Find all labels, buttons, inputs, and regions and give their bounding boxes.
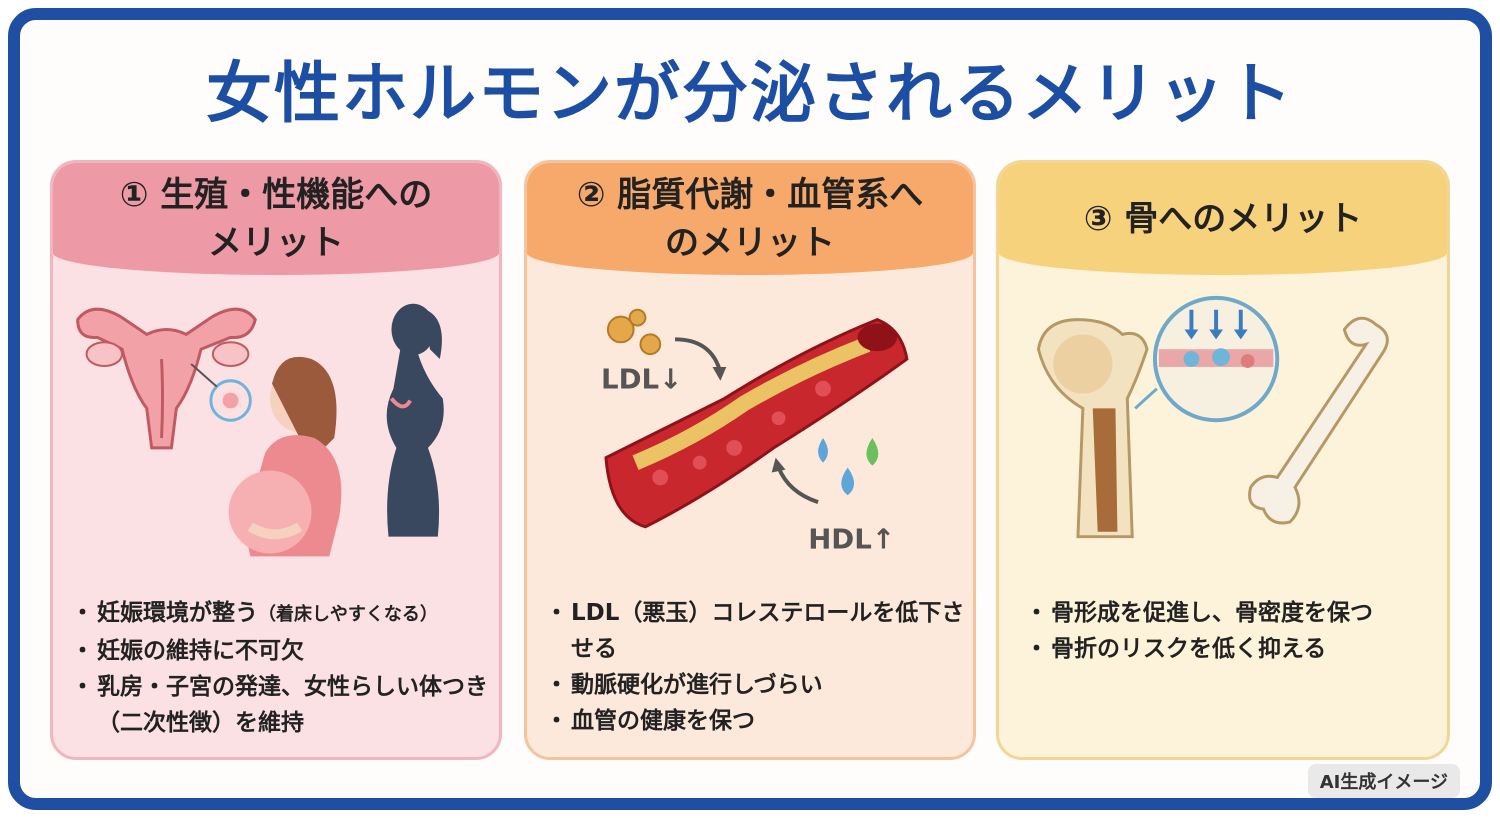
bone-icon: [1248, 316, 1389, 525]
card-heading: ② 脂質代謝・血管系へ のメリット: [527, 163, 973, 275]
card-heading-line2: のメリット: [665, 223, 835, 263]
bullet-list: LDL（悪玉）コレステロールを低下させる 動脈硬化が進行しづらい 血管の健康を保…: [545, 595, 969, 739]
card-heading: ① 生殖・性機能への メリット: [53, 163, 499, 275]
bullet-item: 骨折のリスクを低く抑える: [1025, 631, 1447, 667]
blood-vessel-illustration: LDL↓ HDL↑: [601, 308, 909, 556]
ldl-label: LDL↓: [601, 363, 682, 396]
page-title: 女性ホルモンが分泌されるメリット: [206, 55, 1294, 132]
reproductive-illustration: [76, 303, 444, 557]
blood-vessel-icon: [604, 317, 909, 529]
card-heading-line1: ③ 骨へのメリット: [1083, 199, 1363, 239]
bullet-note: （着床しやすくなる）: [258, 604, 438, 625]
arrow-icon: [674, 337, 722, 370]
bone-cross-section-icon: [1036, 318, 1149, 539]
bullet-text: 乳房・子宮の発達、女性らしい体つき（二次性徴）を維持: [97, 674, 488, 736]
bone-cells-zoom-icon: [1134, 295, 1280, 423]
uterus-icon: [76, 307, 257, 450]
water-droplets-icon: [818, 438, 879, 496]
card-reproductive: ① 生殖・性機能への メリット: [50, 160, 502, 760]
card-heading: ③ 骨へのメリット: [999, 163, 1447, 275]
bullet-text: 妊娠の維持に不可欠: [97, 638, 304, 664]
bullet-text: 妊娠環境が整う: [97, 600, 258, 626]
bullet-list: 妊娠環境が整う（着床しやすくなる） 妊娠の維持に不可欠 乳房・子宮の発達、女性ら…: [71, 595, 495, 741]
bullet-item: 妊娠環境が整う（着床しやすくなる）: [71, 595, 495, 633]
bullet-text: 動脈硬化が進行しづらい: [571, 672, 823, 698]
bullet-item: 血管の健康を保つ: [545, 703, 969, 739]
hdl-label: HDL↑: [808, 523, 895, 556]
card-heading-line1: ② 脂質代謝・血管系へ: [576, 175, 924, 215]
bullet-text: 血管の健康を保つ: [571, 708, 755, 734]
card-lipid-vascular: ② 脂質代謝・血管系へ のメリット LDL↓ HDL↑: [524, 160, 976, 760]
bone-illustration: [1036, 295, 1389, 539]
bullet-list: 骨形成を促進し、骨密度を保つ 骨折のリスクを低く抑える: [1025, 595, 1447, 667]
bullet-text: 骨形成を促進し、骨密度を保つ: [1051, 600, 1373, 626]
pregnant-woman-icon: [228, 356, 342, 557]
card-heading-line2: メリット: [208, 223, 344, 263]
bullet-item: 動脈硬化が進行しづらい: [545, 667, 969, 703]
female-silhouette-icon: [386, 303, 444, 537]
bullet-item: 骨形成を促進し、骨密度を保つ: [1025, 595, 1447, 631]
cholesterol-particles-icon: [606, 308, 662, 356]
bullet-item: 妊娠の維持に不可欠: [71, 633, 495, 669]
bullet-text: LDL（悪玉）コレステロールを低下させる: [571, 600, 965, 662]
ai-generated-badge: AI生成イメージ: [1307, 764, 1460, 798]
egg-cell-icon: [190, 363, 252, 422]
bullet-text: 骨折のリスクを低く抑える: [1051, 636, 1327, 662]
bullet-item: 乳房・子宮の発達、女性らしい体つき（二次性徴）を維持: [71, 669, 495, 741]
card-heading-line1: ① 生殖・性機能への: [119, 175, 433, 215]
bullet-item: LDL（悪玉）コレステロールを低下させる: [545, 595, 969, 667]
arrow-icon: [776, 466, 819, 505]
card-bone: ③ 骨へのメリット 骨形成を促進し、骨密度を保つ 骨折のリスクを低く抑える: [996, 160, 1450, 760]
